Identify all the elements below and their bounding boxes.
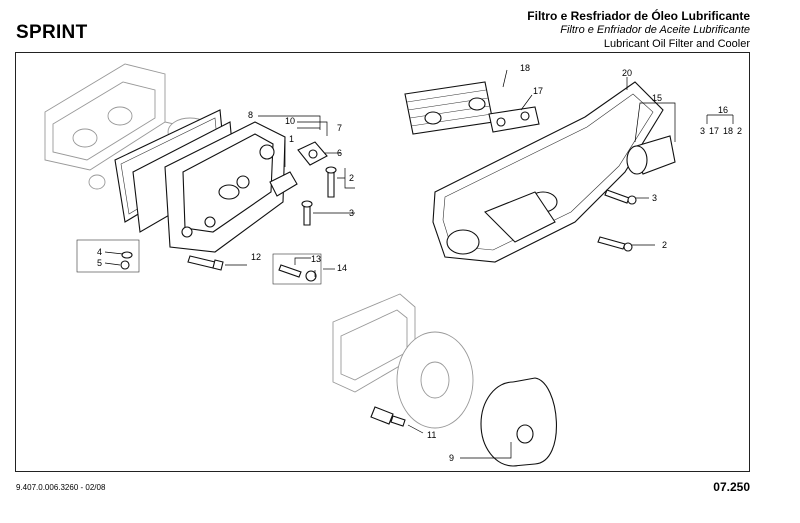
kit-16-item-4: 2 [737,126,742,136]
callout-11: 11 [427,430,436,440]
bolts-left [301,166,337,226]
diagram-frame [15,52,750,472]
engine-block-lower [332,293,474,429]
callout-14: 14 [337,263,347,273]
cooler-cover-20 [432,81,664,263]
sensor-11 [370,406,406,427]
callout-12: 12 [251,252,261,262]
callout-8: 8 [248,110,253,120]
title-block: Filtro e Resfriador de Óleo Lubrificante… [527,9,750,51]
elbow-fitting-15 [626,135,676,175]
callout-20: 20 [622,68,632,78]
document-code: 9.407.0.006.3260 - 02/08 [16,483,106,492]
stud-nut-13-14 [272,253,322,285]
callout-5: 5 [97,258,102,268]
bolts-right [597,189,637,252]
oil-cooler-18 [404,81,494,135]
kit-16-item-3: 18 [723,126,733,136]
gasket-6 [297,141,328,166]
callout-9: 9 [449,453,454,463]
filter-housing [164,121,298,253]
page-code: 07.250 [713,480,750,494]
callout-1: 1 [289,134,294,144]
callout-15: 15 [652,93,662,103]
callout-16: 16 [718,105,728,115]
callout-10: 10 [285,116,295,126]
callout-3-right: 3 [652,193,657,203]
callout-13: 13 [311,254,321,264]
callout-7: 7 [337,123,342,133]
bolt-12 [187,255,224,271]
title-english: Lubricant Oil Filter and Cooler [603,38,750,50]
callout-labels: 8 10 7 1 6 2 3 4 5 12 13 14 18 17 20 15 … [97,63,742,463]
kit-16-item-1: 3 [700,126,705,136]
title-spanish: Filtro e Enfriador de Aceite Lubrificant… [560,24,750,36]
callout-18: 18 [520,63,530,73]
exploded-parts-diagram: 8 10 7 1 6 2 3 4 5 12 13 14 18 17 20 15 … [44,63,742,467]
callout-3-left: 3 [349,208,354,218]
oil-filter-9 [480,377,557,467]
callout-2-right: 2 [662,240,667,250]
callout-17: 17 [533,86,543,96]
brand-title: SPRINT [16,22,88,43]
kit-16-item-2: 17 [709,126,719,136]
washer-screw-4-5 [76,239,140,273]
title-portuguese: Filtro e Resfriador de Óleo Lubrificante [527,9,750,23]
callout-6: 6 [337,148,342,158]
gasket-17 [488,106,540,133]
callout-4: 4 [97,247,102,257]
leader-lines [104,69,734,459]
callout-2-left: 2 [349,173,354,183]
